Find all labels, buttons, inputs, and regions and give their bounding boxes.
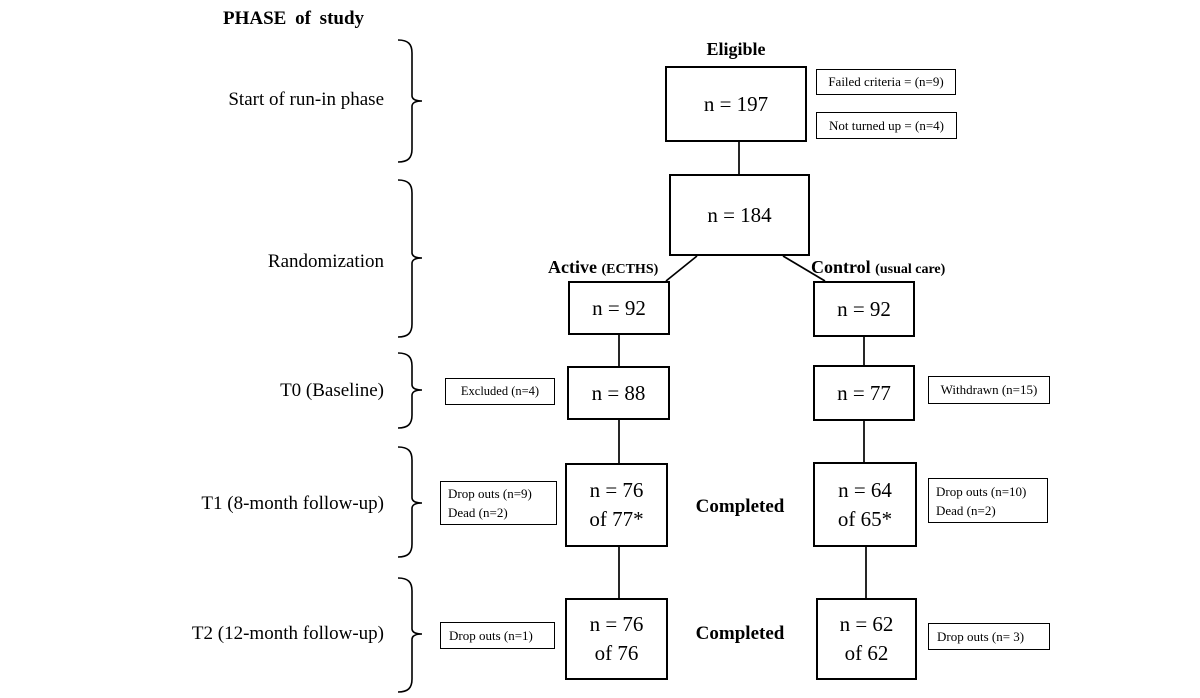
active-randomized-box: n = 92 [568,281,670,335]
active-randomized-n: n = 92 [592,295,646,320]
phase-label-t1: T1 (8-month follow-up) [201,493,384,514]
active-arm-name: Active [548,257,597,277]
withdrawn-text: Withdrawn (n=15) [940,382,1038,397]
control-t2-box: n = 62 of 62 [816,598,917,680]
active-arm-label: Active (ECTHS) [548,257,658,278]
control-t1-line2: of 65* [837,506,893,531]
failed-criteria-note: Failed criteria = (n=9) [816,69,956,95]
page-title: PHASE of study [223,8,365,29]
t1-active-dropouts-note: Drop outs (n=9) Dead (n=2) [440,481,557,525]
t2-control-dropouts-note: Drop outs (n= 3) [928,623,1050,650]
not-turned-up-text: Not turned up = (n=4) [828,117,945,133]
t2-control-dropouts-text: Drop outs (n= 3) [937,628,1025,644]
withdrawn-note: Withdrawn (n=15) [928,376,1050,404]
excluded-note: Excluded (n=4) [445,378,555,405]
completed-t2-label: Completed [695,623,785,644]
active-t2-line1: n = 76 [589,612,644,636]
phase-label-run-in: Start of run-in phase [228,89,384,110]
phase-label-t2: T2 (12-month follow-up) [191,623,384,644]
control-arm-label: Control (usual care) [811,257,945,278]
eligible-title: Eligible [706,39,766,59]
active-t2-line2: of 76 [594,641,639,665]
randomized-n: n = 184 [707,202,772,227]
control-t1-box: n = 64 of 65* [813,462,917,547]
randomized-box: n = 184 [669,174,810,256]
active-t0-box: n = 88 [567,366,670,420]
not-turned-up-note: Not turned up = (n=4) [816,112,957,139]
failed-criteria-text: Failed criteria = (n=9) [828,74,944,89]
t1-active-dropouts-line2: Dead (n=2) [448,505,508,520]
control-randomized-box: n = 92 [813,281,915,337]
line-randomized-to-active [665,255,698,282]
phase-bracket-t0 [397,352,423,429]
t1-control-dropouts-note: Drop outs (n=10) Dead (n=2) [928,478,1048,523]
active-t1-box: n = 76 of 77* [565,463,668,547]
phase-bracket-t1 [397,446,423,558]
line-randomized-to-control [782,255,826,282]
phase-bracket-run-in [397,39,423,163]
t1-control-dropouts-line1: Drop outs (n=10) [936,483,1027,499]
t2-active-dropouts-text: Drop outs (n=1) [449,627,533,643]
eligible-box: n = 197 [665,66,807,142]
control-arm-sublabel: (usual care) [875,262,946,277]
active-arm-sublabel: (ECTHS) [601,262,659,277]
excluded-text: Excluded (n=4) [460,384,540,398]
control-t0-box: n = 77 [813,365,915,421]
phase-bracket-t2 [397,577,423,693]
t2-active-dropouts-note: Drop outs (n=1) [440,622,555,649]
active-t1-line2: of 77* [589,507,644,531]
control-t2-line2: of 62 [844,641,889,665]
control-arm-name: Control [811,257,871,277]
t1-active-dropouts-line1: Drop outs (n=9) [448,486,532,501]
phase-bracket-randomization [397,179,423,338]
active-t1-line1: n = 76 [589,478,644,502]
eligible-n: n = 197 [703,91,769,116]
phase-label-randomization: Randomization [267,251,384,272]
active-t2-box: n = 76 of 76 [565,598,668,680]
control-t2-line1: n = 62 [839,612,894,636]
t1-control-dropouts-line2: Dead (n=2) [936,502,996,518]
control-t0-n: n = 77 [837,380,891,405]
control-t1-line1: n = 64 [838,477,892,502]
control-randomized-n: n = 92 [837,296,891,321]
phase-label-t0: T0 (Baseline) [280,380,384,401]
completed-t1-label: Completed [695,496,785,517]
active-t0-n: n = 88 [591,380,646,405]
